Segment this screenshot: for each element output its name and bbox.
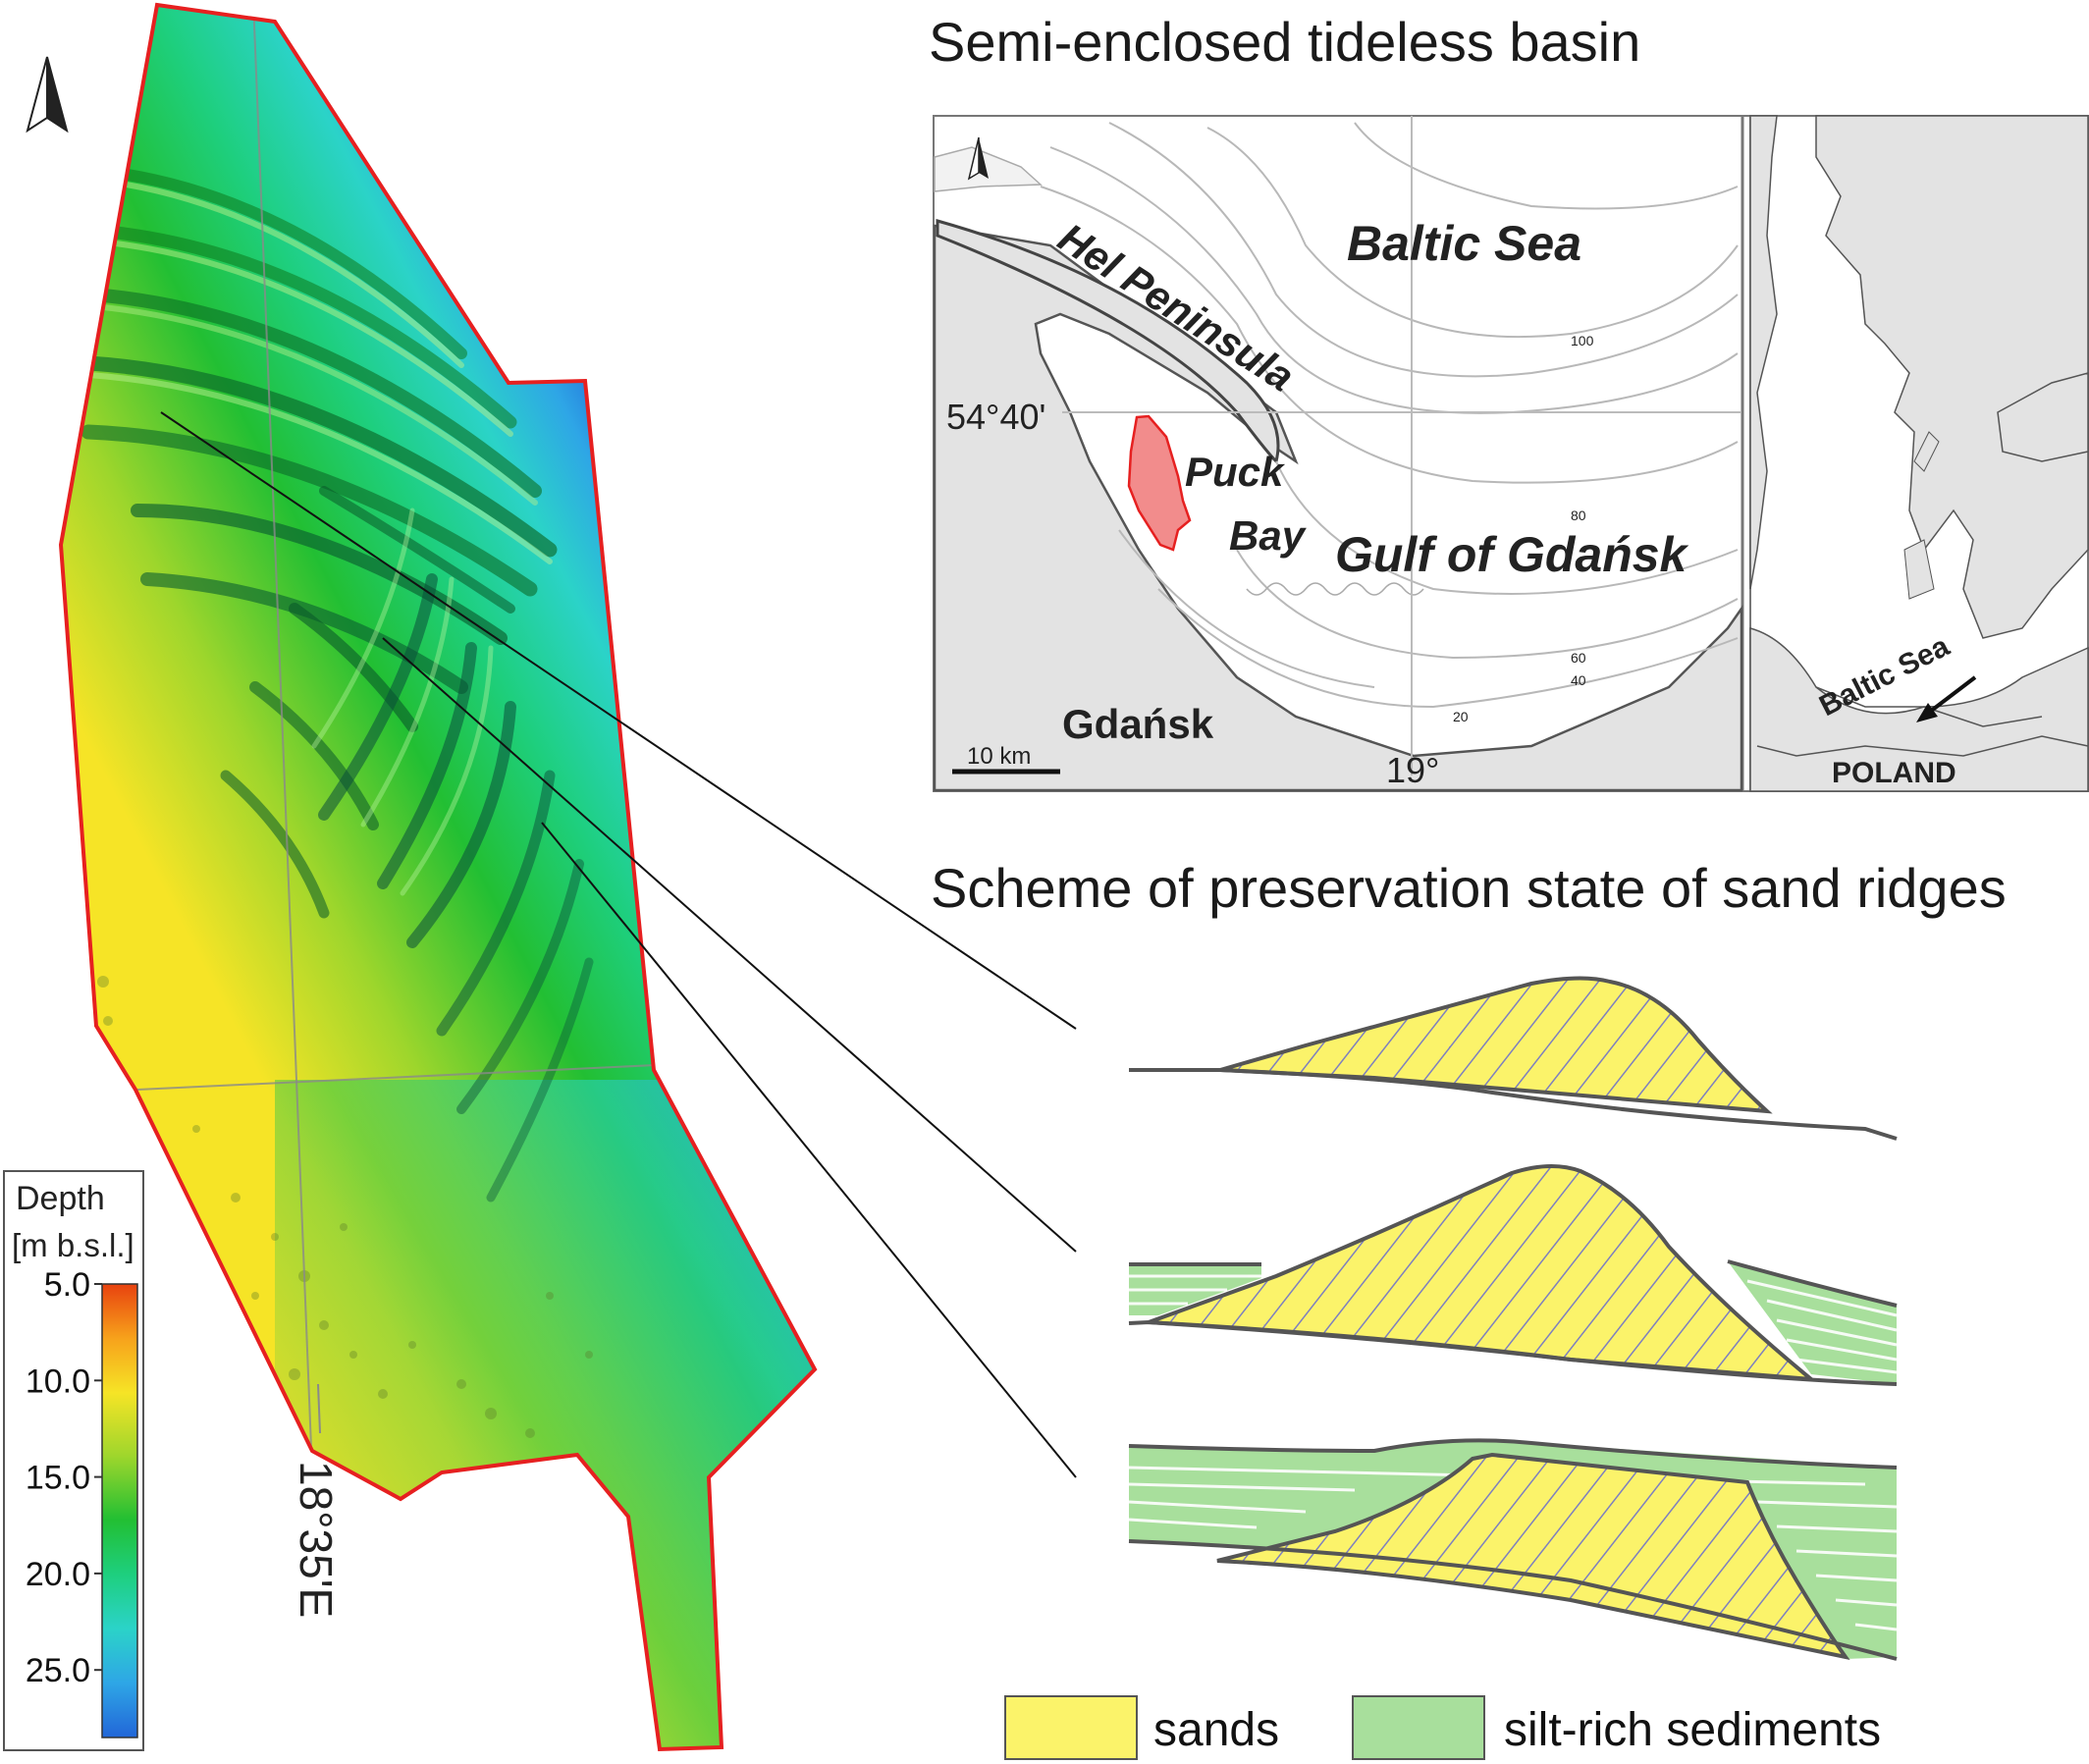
label-gulf: Gulf of Gdańsk [1335, 527, 1689, 582]
legend: sands silt-rich sediments [1004, 1695, 1881, 1760]
grid-meridian [252, 5, 313, 1473]
inset-map: Baltic Sea POLAND [1749, 115, 2089, 792]
scale-tick-label: 5.0 [44, 1266, 90, 1304]
scandinavia [1815, 115, 2089, 639]
color-ramp [101, 1283, 138, 1738]
label-latitude: 54°40' [946, 397, 1045, 437]
depth-scale: Depth [m b.s.l.] 5.0 10.0 15.0 20.0 25.0 [3, 1170, 144, 1751]
seabed-line [1128, 1539, 1898, 1661]
bathymetry-map: 18°35'E Depth [m b.s.l.] 5.0 10.0 15.0 20.0… [3, 2, 1077, 1752]
longitude-label: 18°35'E [291, 1461, 342, 1618]
legend-label-silt: silt-rich sediments [1504, 1704, 1881, 1756]
contour-labels: 100 80 60 40 20 [1453, 333, 1594, 724]
label-puck: Puck [1185, 449, 1286, 495]
scale-ticks: 5.0 10.0 15.0 20.0 25.0 [26, 1266, 102, 1689]
grid-parallel [136, 1064, 657, 1091]
profile-3 [1128, 1438, 1898, 1661]
scale-title: Depth [16, 1180, 105, 1217]
sand-ridges [80, 166, 594, 1203]
study-area-outline [58, 2, 818, 1752]
scale-tick-label: 25.0 [26, 1652, 90, 1689]
north-arrow-icon [26, 56, 69, 134]
seabed-line [1129, 1068, 1898, 1141]
longitude-tick [317, 1383, 321, 1434]
scale-tick-label: 20.0 [26, 1556, 90, 1593]
legend-label-sands: sands [1153, 1704, 1279, 1756]
profile-2 [1128, 1163, 1898, 1386]
label-bay: Bay [1229, 512, 1308, 559]
svg-text:100: 100 [1571, 333, 1594, 348]
depth-contours [1040, 122, 1739, 709]
scale-tick-label: 15.0 [26, 1460, 90, 1497]
scheme-panel: Scheme of preservation state of sand rid… [931, 857, 2007, 1760]
location-map-panel: Semi-enclosed tideless basin [929, 11, 2089, 792]
label-gdansk: Gdańsk [1062, 701, 1214, 747]
scale-bar-label: 10 km [967, 743, 1031, 770]
inset-label-poland: POLAND [1832, 757, 1956, 789]
svg-text:40: 40 [1571, 672, 1586, 688]
svg-text:80: 80 [1571, 508, 1586, 523]
label-baltic-sea: Baltic Sea [1347, 216, 1581, 271]
location-map-title: Semi-enclosed tideless basin [929, 11, 1640, 73]
legend-swatch-sands [1004, 1695, 1138, 1760]
sand-ridge [1219, 976, 1773, 1114]
profile-1 [1129, 976, 1898, 1141]
gulf-map: 100 80 60 40 20 Baltic Sea Hel Peninsula… [933, 116, 1743, 792]
profile-connectors [160, 411, 1077, 1478]
scale-tick-label: 10.0 [26, 1363, 90, 1400]
seabed-line [1128, 1319, 1898, 1386]
label-longitude: 19° [1386, 750, 1439, 790]
seabed-texture [97, 976, 593, 1438]
hel-peninsula-land [936, 219, 1280, 464]
location-arrow-icon [1916, 675, 1977, 722]
study-area [1127, 414, 1192, 552]
svg-text:60: 60 [1571, 650, 1586, 666]
scheme-title: Scheme of preservation state of sand rid… [931, 857, 2007, 919]
legend-swatch-silt [1352, 1695, 1485, 1760]
scale-unit: [m b.s.l.] [12, 1227, 134, 1263]
north-arrow-small-icon [967, 136, 989, 181]
svg-text:20: 20 [1453, 709, 1469, 724]
